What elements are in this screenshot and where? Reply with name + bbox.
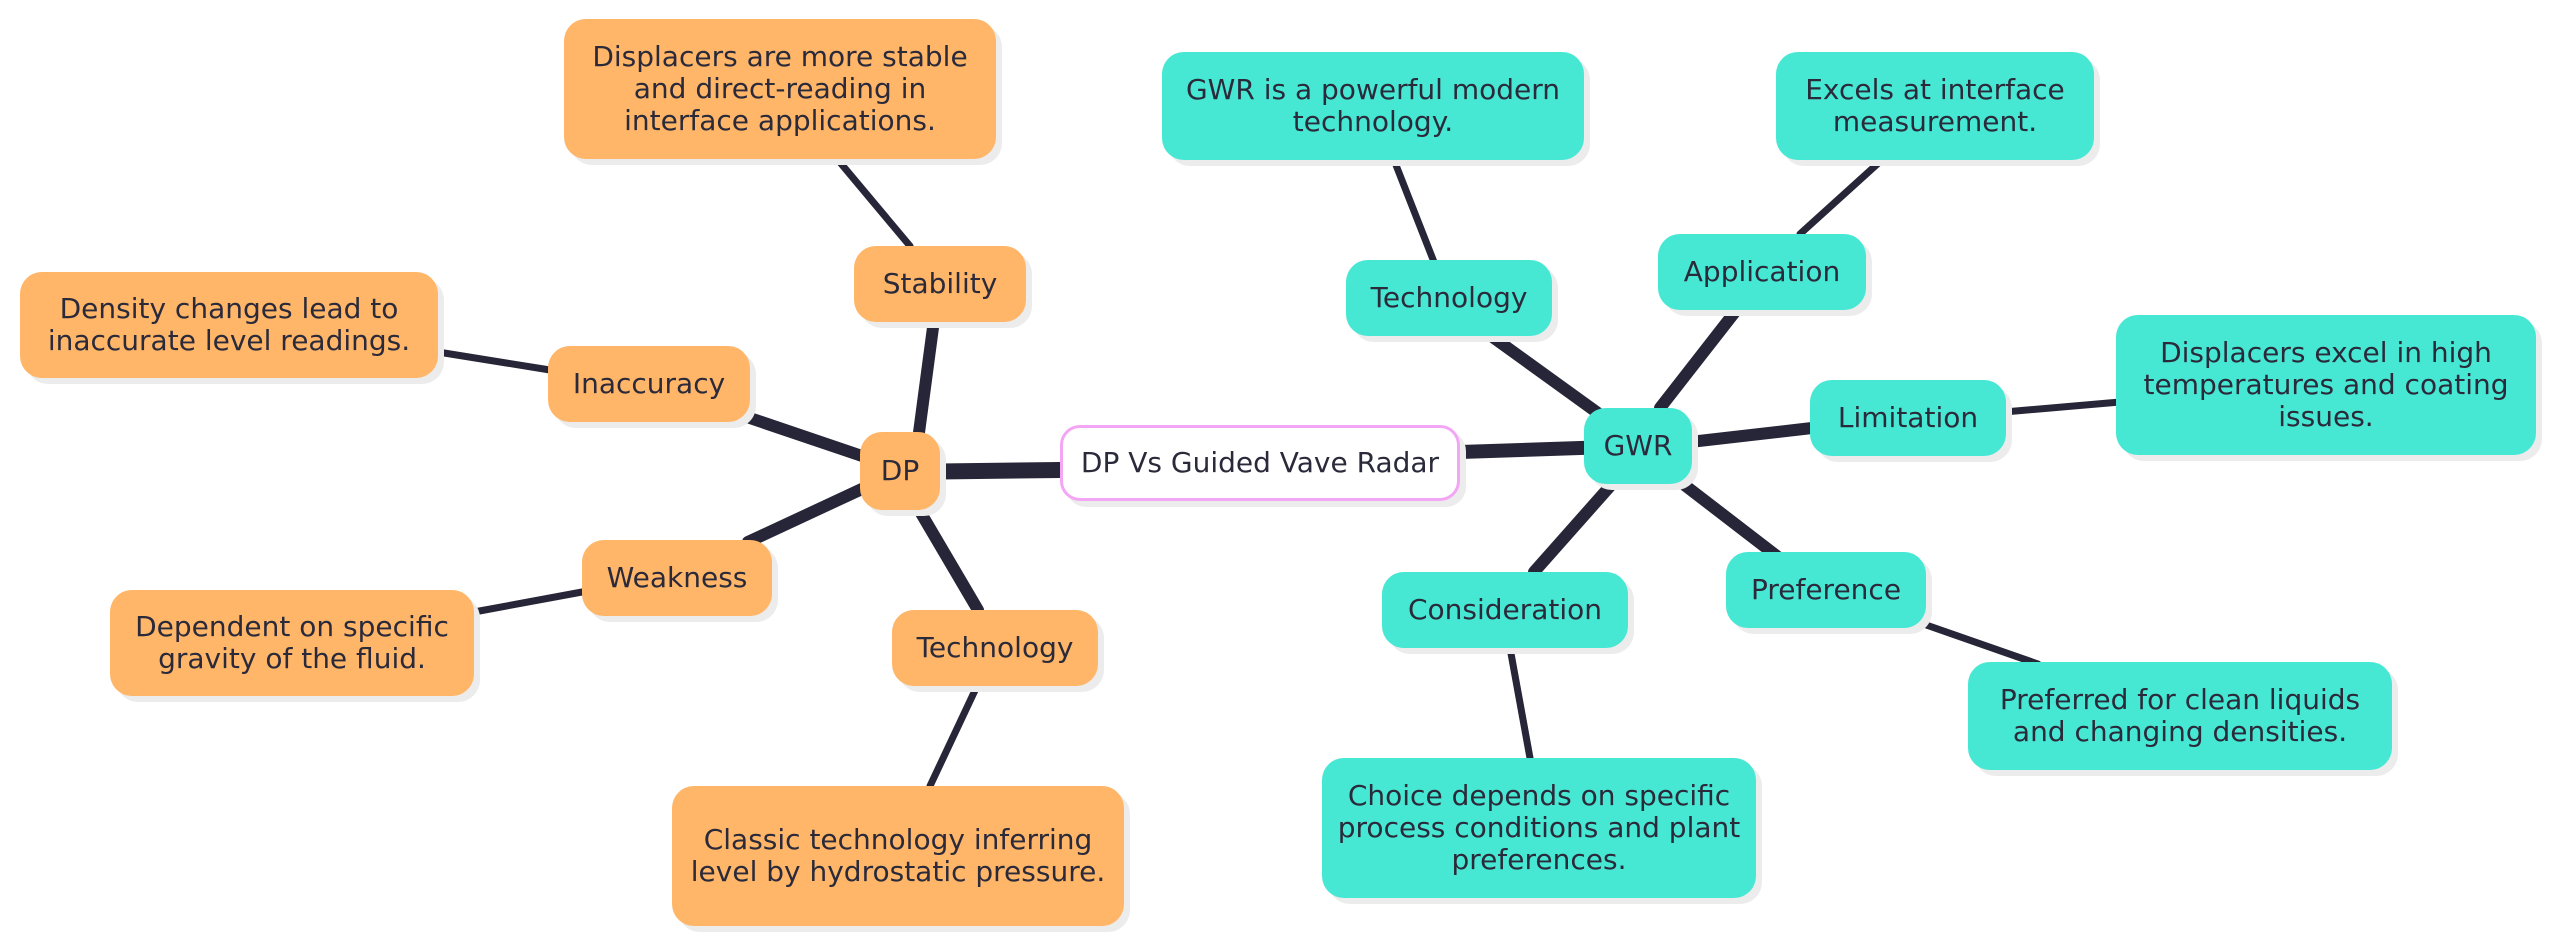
gwr-consideration-detail[interactable]: Choice depends on specific process condi… [1322, 758, 1756, 898]
edge-application-detail [1796, 154, 1888, 238]
edge-stability-detail [834, 156, 914, 250]
gwr-limitation-detail[interactable]: Displacers excel in high temperatures an… [2116, 315, 2536, 455]
root-node[interactable]: DP Vs Guided Vave Radar [1060, 425, 1460, 501]
gwr-application-node[interactable]: Application [1658, 234, 1866, 310]
edge-gwr-technology [1488, 332, 1608, 422]
edge-gwr-technology-detail [1390, 156, 1438, 266]
dp-hub-node[interactable]: DP [860, 432, 940, 510]
gwr-limitation-node[interactable]: Limitation [1810, 380, 2006, 456]
edge-preference-detail [1908, 616, 2042, 668]
gwr-preference-detail[interactable]: Preferred for clean liquids and changing… [1968, 662, 2392, 770]
edge-inaccuracy-detail [434, 348, 554, 374]
gwr-technology-node[interactable]: Technology [1346, 260, 1552, 336]
edge-gwr-preference [1672, 474, 1788, 566]
edge-consideration-detail [1506, 644, 1534, 762]
edge-gwr-application [1654, 302, 1744, 414]
dp-inaccuracy-detail[interactable]: Density changes lead to inaccurate level… [20, 272, 438, 378]
dp-stability-detail[interactable]: Displacers are more stable and direct-re… [564, 19, 996, 159]
dp-stability-node[interactable]: Stability [854, 246, 1026, 322]
dp-weakness-node[interactable]: Weakness [582, 540, 772, 616]
edge-gwr-limitation [1684, 422, 1818, 448]
dp-weakness-detail[interactable]: Dependent on specific gravity of the flu… [110, 590, 474, 696]
gwr-application-detail[interactable]: Excels at interface measurement. [1776, 52, 2094, 160]
edge-dp-technology [912, 502, 984, 616]
edge-dp-inaccuracy [732, 408, 868, 462]
gwr-technology-detail[interactable]: GWR is a powerful modern technology. [1162, 52, 1584, 160]
gwr-consideration-node[interactable]: Consideration [1382, 572, 1628, 648]
dp-technology-detail[interactable]: Classic technology inferring level by hy… [672, 786, 1124, 926]
dp-technology-node[interactable]: Technology [892, 610, 1098, 686]
edge-gwr-consideration [1528, 478, 1618, 578]
edge-dp-stability [912, 314, 940, 446]
edge-weakness-detail [470, 588, 586, 616]
edge-dp-weakness [742, 482, 870, 548]
edge-dp-technology-detail [926, 680, 982, 790]
gwr-hub-node[interactable]: GWR [1584, 408, 1692, 484]
gwr-preference-node[interactable]: Preference [1726, 552, 1926, 628]
dp-inaccuracy-node[interactable]: Inaccuracy [548, 346, 750, 422]
edge-limitation-detail [2000, 398, 2124, 416]
